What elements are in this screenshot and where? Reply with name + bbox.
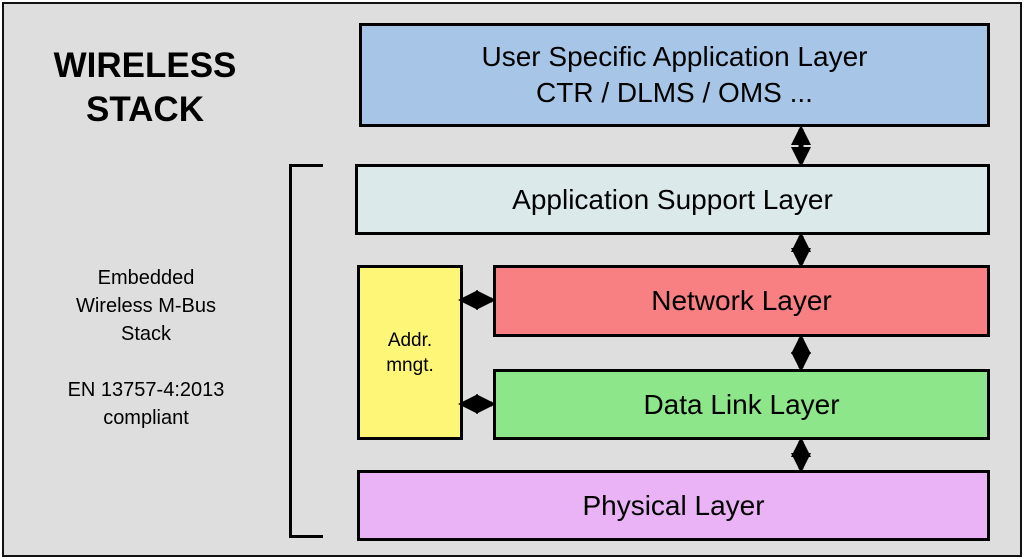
title-line-2: STACK xyxy=(86,90,204,129)
compliance-note: EN 13757-4:2013 compliant xyxy=(40,376,252,432)
description-line-3: Stack xyxy=(120,323,172,345)
data-link-layer-label: Data Link Layer xyxy=(643,388,840,420)
physical-layer: Physical Layer xyxy=(357,470,990,541)
compliance-line-1: EN 13757-4:2013 xyxy=(67,379,225,401)
application-support-label: Application Support Layer xyxy=(512,183,833,215)
user-specific-application-layer: User Specific Application Layer CTR / DL… xyxy=(359,23,990,127)
embedded-stack-bracket xyxy=(289,164,323,538)
addr-label-line-2: mngt. xyxy=(386,354,434,376)
addr-label-line-1: Addr. xyxy=(387,329,433,351)
address-management-block: Addr. mngt. xyxy=(357,265,463,440)
description-line-1: Embedded xyxy=(97,267,195,289)
user-layer-protocols: CTR / DLMS / OMS ... xyxy=(536,77,813,108)
data-link-layer: Data Link Layer xyxy=(493,369,990,440)
network-layer: Network Layer xyxy=(493,265,990,337)
network-layer-label: Network Layer xyxy=(651,285,832,316)
physical-layer-label: Physical Layer xyxy=(582,489,765,521)
compliance-line-2: compliant xyxy=(103,407,189,429)
user-layer-label: User Specific Application Layer xyxy=(481,41,868,72)
application-support-layer: Application Support Layer xyxy=(355,164,990,235)
stack-description: Embedded Wireless M-Bus Stack xyxy=(40,264,252,348)
description-line-2: Wireless M-Bus xyxy=(75,295,216,317)
diagram-title: WIRELESS STACK xyxy=(30,44,260,132)
title-line-1: WIRELESS xyxy=(53,46,237,85)
